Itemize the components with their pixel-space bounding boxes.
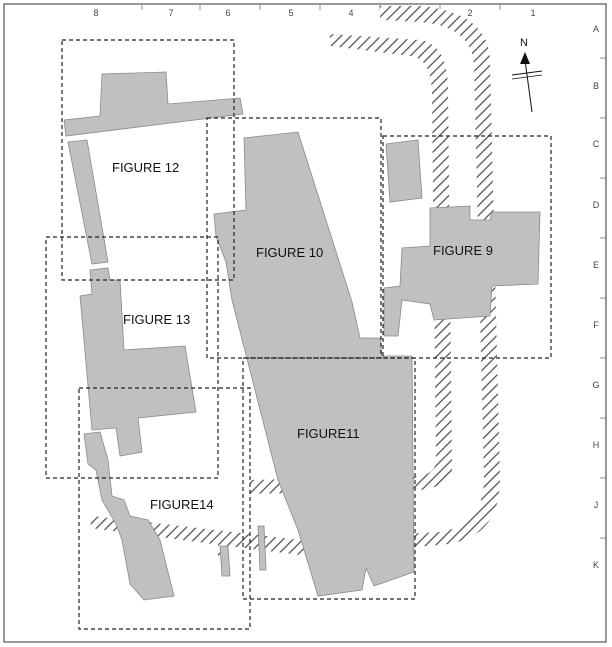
figure-9-box[interactable] (382, 135, 552, 359)
north-arrow-shaft (524, 59, 533, 113)
row-label: C (593, 139, 600, 149)
building-north-wing (63, 71, 244, 137)
north-label: N (520, 37, 528, 49)
column-label: 7 (168, 8, 173, 18)
column-label: 4 (348, 8, 353, 18)
row-labels: A B C D E F G H J K (592, 24, 599, 570)
figure-12-label: FIGURE 12 (112, 160, 179, 175)
figure-12-box[interactable] (61, 39, 235, 281)
row-label: D (593, 200, 600, 210)
row-label: B (593, 81, 599, 91)
figure-14-box[interactable] (78, 387, 251, 630)
figure-boxes (45, 39, 552, 630)
north-arrow-crossbar (511, 70, 543, 76)
figure-10-label: FIGURE 10 (256, 245, 323, 260)
column-label: 8 (93, 8, 98, 18)
row-ticks (600, 57, 606, 539)
figure-11-box[interactable] (242, 357, 416, 600)
building-southwest-block (83, 431, 175, 601)
row-label: K (593, 560, 599, 570)
figure-13-label: FIGURE 13 (123, 312, 190, 327)
hatched-track-inner (250, 34, 452, 494)
building-small-post-a (219, 545, 231, 577)
column-label: 6 (225, 8, 230, 18)
row-label: A (593, 24, 599, 34)
column-label: 2 (467, 8, 472, 18)
figure-13-box[interactable] (45, 236, 219, 479)
building-main (213, 131, 415, 597)
row-label: E (593, 260, 599, 270)
figure-14-label: FIGURE14 (150, 497, 214, 512)
building-east-block (383, 205, 541, 337)
buildings (63, 71, 541, 601)
row-label: J (594, 500, 599, 510)
figure-11-label: FIGURE11 (297, 426, 360, 441)
building-northeast-small (385, 139, 423, 203)
column-label: 1 (530, 8, 535, 18)
row-label: G (592, 380, 599, 390)
figure-labels: FIGURE 12 FIGURE 10 FIGURE 9 FIGURE 13 F… (112, 160, 493, 512)
figure-9-label: FIGURE 9 (433, 243, 493, 258)
north-arrow: N (511, 37, 543, 113)
north-arrow-head-icon (520, 52, 530, 64)
row-label: H (593, 440, 600, 450)
row-label: F (593, 320, 599, 330)
building-small-post-b (257, 525, 267, 571)
building-west-strip (67, 139, 109, 265)
column-label: 5 (288, 8, 293, 18)
